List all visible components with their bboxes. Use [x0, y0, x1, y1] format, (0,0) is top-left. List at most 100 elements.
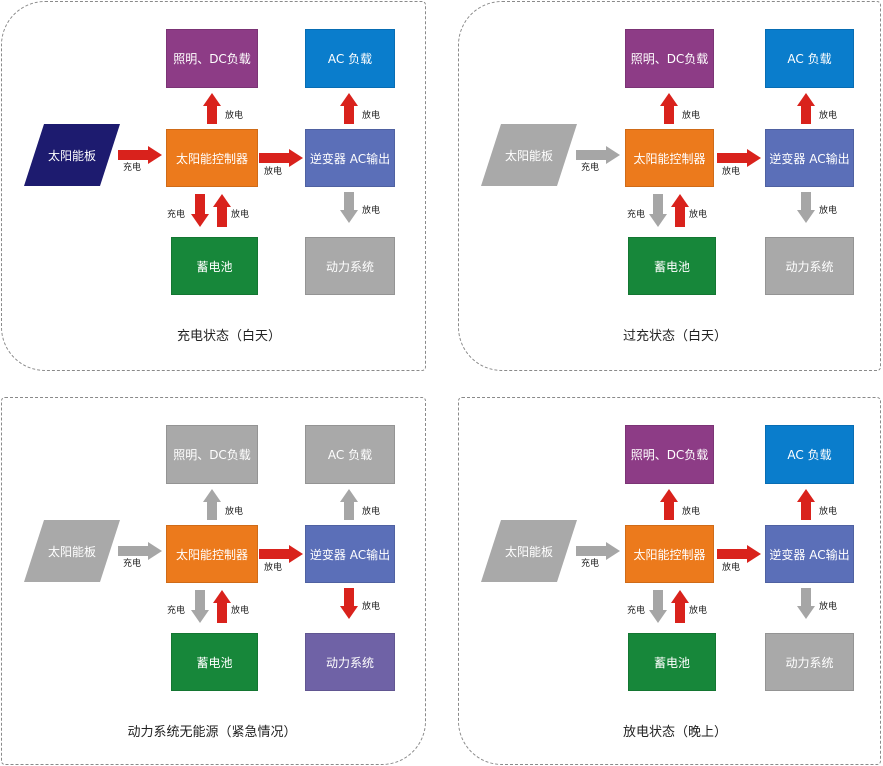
arrow-solar-to-controller — [576, 146, 620, 164]
arrow-battery-to-controller — [213, 194, 231, 227]
label-controller-to-inverter: 放电 — [264, 167, 283, 177]
solar-panel-node: 太阳能板 — [481, 124, 577, 186]
power-system-node: 动力系统 — [765, 237, 854, 295]
battery-node: 蓄电池 — [628, 633, 716, 691]
label-controller-up: 放电 — [225, 507, 244, 517]
panel-charging-daytime — [1, 1, 426, 371]
label-inverter-down: 放电 — [819, 206, 838, 216]
arrow-controller-to-dc-load — [660, 489, 678, 520]
lighting-dc-load-node: 照明、DC负载 — [625, 425, 714, 484]
battery-node: 蓄电池 — [628, 237, 716, 295]
label-solar-to-controller: 充电 — [581, 559, 600, 569]
label-controller-to-inverter: 放电 — [722, 167, 741, 177]
power-system-node: 动力系统 — [305, 633, 395, 691]
arrow-controller-to-inverter — [717, 149, 761, 167]
arrow-inverter-to-power-system — [797, 192, 815, 223]
label-controller-up: 放电 — [682, 507, 701, 517]
solar-panel-node: 太阳能板 — [24, 520, 120, 582]
label-controller-to-inverter: 放电 — [722, 563, 741, 573]
arrow-inverter-to-ac-load — [797, 489, 815, 520]
arrow-inverter-to-power-system — [340, 588, 358, 619]
arrow-solar-to-controller — [118, 146, 162, 164]
arrow-controller-to-battery — [191, 194, 209, 227]
solar-controller-node: 太阳能控制器 — [166, 129, 258, 187]
arrow-controller-to-dc-load — [203, 93, 221, 124]
arrow-controller-to-battery — [649, 590, 667, 623]
label-inverter-up: 放电 — [362, 111, 381, 121]
solar-panel-shape — [24, 124, 120, 186]
ac-load-node: AC 负载 — [765, 29, 854, 88]
arrow-controller-to-battery — [191, 590, 209, 623]
label-battery-up: 放电 — [231, 606, 250, 616]
inverter-ac-output-node: 逆变器 AC输出 — [765, 525, 854, 583]
arrow-solar-to-controller — [118, 542, 162, 560]
label-battery-up: 放电 — [231, 210, 250, 220]
lighting-dc-load-node: 照明、DC负载 — [166, 29, 258, 88]
label-inverter-up: 放电 — [819, 111, 838, 121]
panel-title: 过充状态（白天） — [622, 329, 728, 344]
arrow-controller-to-dc-load — [203, 489, 221, 520]
solar-controller-node: 太阳能控制器 — [625, 525, 714, 583]
ac-load-node: AC 负载 — [765, 425, 854, 484]
arrow-controller-to-battery — [649, 194, 667, 227]
solar-controller-node: 太阳能控制器 — [166, 525, 258, 583]
arrow-inverter-to-power-system — [340, 192, 358, 223]
label-controller-up: 放电 — [682, 111, 701, 121]
arrow-battery-to-controller — [671, 194, 689, 227]
solar-panel-shape — [481, 520, 577, 582]
solar-panel-shape — [24, 520, 120, 582]
label-solar-to-controller: 充电 — [123, 559, 142, 569]
arrow-controller-to-inverter — [717, 545, 761, 563]
label-controller-down: 充电 — [167, 210, 186, 220]
label-inverter-up: 放电 — [819, 507, 838, 517]
inverter-ac-output-node: 逆变器 AC输出 — [305, 129, 395, 187]
solar-panel-node: 太阳能板 — [24, 124, 120, 186]
label-inverter-down: 放电 — [362, 206, 381, 216]
solar-panel-label: 太阳能板 — [504, 544, 553, 559]
panel-title: 放电状态（晚上） — [622, 725, 728, 740]
battery-node: 蓄电池 — [171, 237, 258, 295]
lighting-dc-load-node: 照明、DC负载 — [625, 29, 714, 88]
panel-title: 动力系统无能源（紧急情况） — [127, 725, 297, 740]
label-battery-up: 放电 — [689, 210, 708, 220]
solar-panel-label: 太阳能板 — [47, 544, 96, 559]
label-battery-up: 放电 — [689, 606, 708, 616]
arrow-inverter-to-ac-load — [340, 489, 358, 520]
arrow-inverter-to-power-system — [797, 588, 815, 619]
label-controller-down: 充电 — [167, 606, 186, 616]
power-system-node: 动力系统 — [765, 633, 854, 691]
solar-panel-label: 太阳能板 — [504, 148, 553, 163]
arrow-battery-to-controller — [671, 590, 689, 623]
ac-load-node: AC 负载 — [305, 29, 395, 88]
arrow-inverter-to-ac-load — [797, 93, 815, 124]
label-solar-to-controller: 充电 — [123, 163, 142, 173]
solar-panel-label: 太阳能板 — [47, 148, 96, 163]
label-controller-to-inverter: 放电 — [264, 563, 283, 573]
arrow-controller-to-inverter — [259, 545, 303, 563]
battery-node: 蓄电池 — [171, 633, 258, 691]
arrow-controller-to-dc-load — [660, 93, 678, 124]
ac-load-node: AC 负载 — [305, 425, 395, 484]
label-inverter-up: 放电 — [362, 507, 381, 517]
solar-panel-shape — [481, 124, 577, 186]
inverter-ac-output-node: 逆变器 AC输出 — [305, 525, 395, 583]
panel-discharging-night — [458, 397, 881, 765]
arrow-solar-to-controller — [576, 542, 620, 560]
power-system-node: 动力系统 — [305, 237, 395, 295]
label-inverter-down: 放电 — [819, 602, 838, 612]
label-controller-down: 充电 — [627, 606, 646, 616]
arrow-battery-to-controller — [213, 590, 231, 623]
inverter-ac-output-node: 逆变器 AC输出 — [765, 129, 854, 187]
label-controller-down: 充电 — [627, 210, 646, 220]
lighting-dc-load-node: 照明、DC负载 — [166, 425, 258, 484]
solar-panel-node: 太阳能板 — [481, 520, 577, 582]
label-controller-up: 放电 — [225, 111, 244, 121]
label-inverter-down: 放电 — [362, 602, 381, 612]
label-solar-to-controller: 充电 — [581, 163, 600, 173]
arrow-controller-to-inverter — [259, 149, 303, 167]
panel-power-system-no-energy — [1, 397, 426, 765]
arrow-inverter-to-ac-load — [340, 93, 358, 124]
panel-title: 充电状态（白天） — [176, 329, 282, 344]
panel-overcharge-daytime — [458, 1, 881, 371]
solar-controller-node: 太阳能控制器 — [625, 129, 714, 187]
